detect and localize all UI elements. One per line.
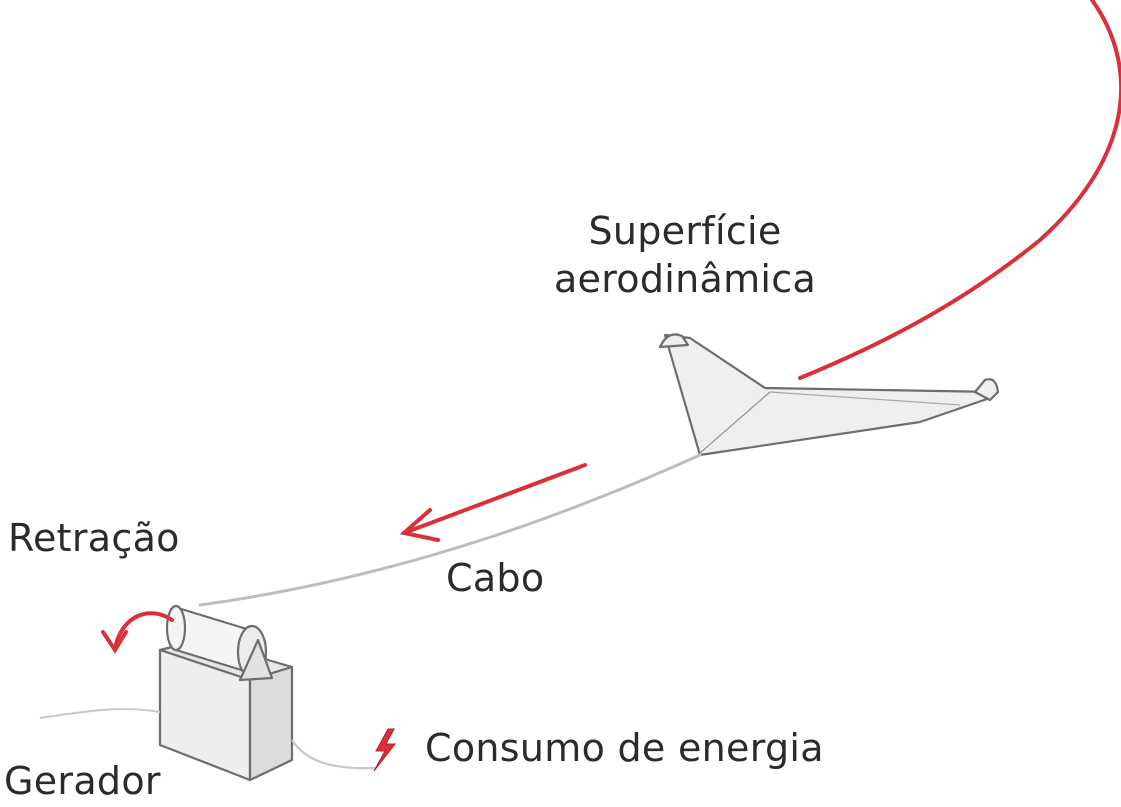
- cable-label: Cabo: [446, 556, 545, 600]
- winch-support: [238, 638, 274, 682]
- kite-wing-icon: [658, 333, 1000, 457]
- lightning-bolt-icon: [373, 728, 397, 772]
- kite-tip-left: [658, 333, 690, 349]
- flight-path-curve: [798, 0, 1121, 380]
- surface-label-line1: Superfície: [588, 209, 782, 253]
- kite-fold-line: [699, 391, 771, 454]
- tether-cable: [198, 453, 702, 607]
- winch-drum-end-left: [165, 604, 187, 652]
- rotation-arrow: [101, 611, 174, 654]
- winch-generator-icon: [158, 604, 294, 782]
- power-line: [291, 739, 376, 770]
- retraction-label: Retração: [8, 516, 180, 560]
- kite-fold-line-2: [769, 391, 961, 406]
- generator-box-side: [248, 665, 294, 782]
- kite-tip-right: [973, 378, 1000, 402]
- kite-wing-body: [663, 333, 997, 457]
- ground-line: [39, 708, 161, 719]
- surface-label: Superfície aerodinâmica: [540, 208, 830, 303]
- retraction-direction-arrow: [399, 463, 587, 542]
- energy-label: Consumo de energia: [425, 726, 824, 770]
- surface-label-line2: aerodinâmica: [553, 256, 817, 301]
- generator-label: Gerador: [4, 759, 161, 803]
